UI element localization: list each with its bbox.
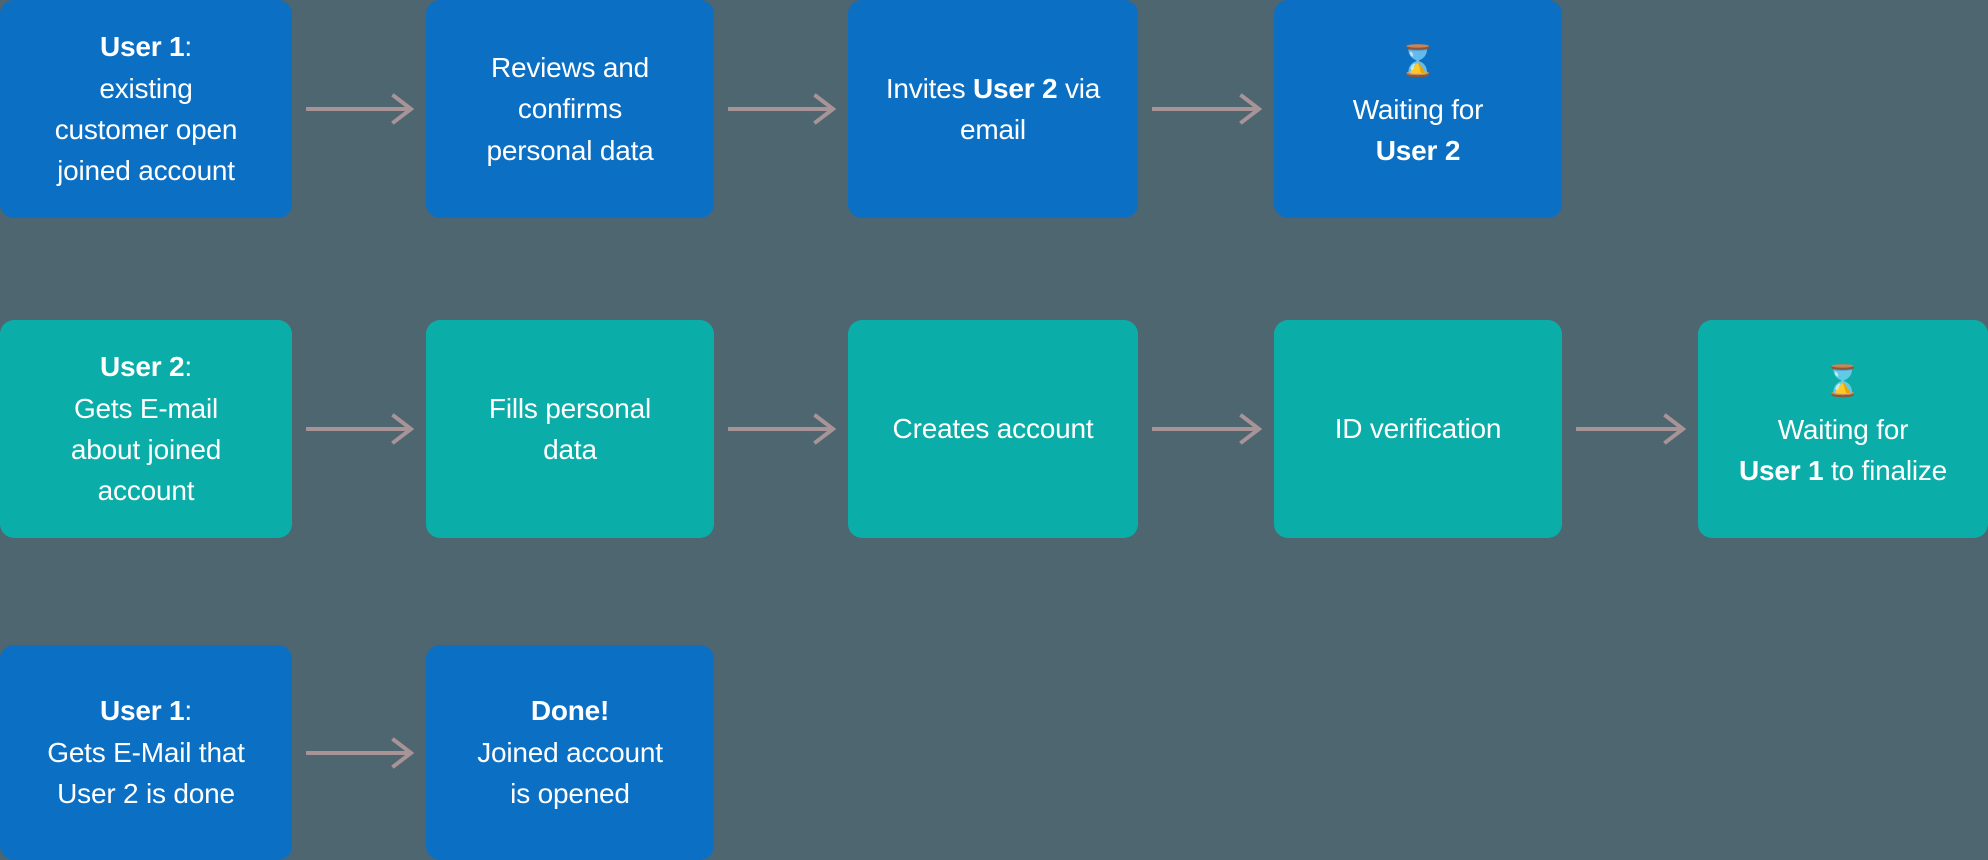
flow-node-n6[interactable]: Fills personal data [426,320,714,538]
flow-node-line: ID verification [1334,413,1502,445]
flow-node-label: Done! Joined account is opened [440,690,700,814]
flow-node-n7[interactable]: Creates account [848,320,1138,538]
flow-node-line: User 1: [99,695,192,727]
flow-node-line: Done! [440,690,700,731]
flow-node-line: User 2 is done [57,778,235,810]
emphasis-text: Done! [530,695,610,727]
emphasis-text: User 2 [1375,135,1461,166]
flow-node-line: Joined account [477,736,663,768]
flow-node-line: about joined [70,434,222,465]
flow-node-line: User 2: [99,351,192,383]
flow-node-line: Creates account [892,413,1094,445]
flow-node-line: Reviews and [490,51,650,83]
flow-node-line: Waiting for [1777,413,1909,445]
flow-node-line: Waiting for [1352,93,1484,125]
flow-node-n2[interactable]: Reviews and confirms personal data [426,0,714,218]
hourglass-icon: ⌛ [1824,364,1862,398]
flow-node-n5[interactable]: User 2: Gets E-mail about joined account [0,320,292,538]
flow-arrow-a4 [306,409,415,449]
flow-node-line: Fills personal [488,392,652,424]
hourglass-icon: ⌛ [1399,44,1437,78]
flow-node-line: joined account [57,155,235,187]
flow-arrow-a7 [1576,409,1687,449]
emphasis-text: User 2 [99,351,185,383]
flow-arrow-a6 [1152,409,1263,449]
flow-node-n11[interactable]: Done! Joined account is opened [426,645,714,860]
flow-node-line: Gets E-Mail that [47,736,245,768]
flow-node-line: data [543,434,597,465]
flow-node-n3[interactable]: Invites User 2 via email [848,0,1138,218]
flow-node-label: Invites User 2 via email [862,68,1124,151]
emphasis-text: User 1 [99,31,185,63]
flow-node-line: existing [99,72,193,104]
flow-arrow-a1 [306,89,415,129]
emphasis-text: User 2 [972,72,1058,104]
flow-node-line: customer open [54,114,238,145]
flow-arrow-a2 [728,89,837,129]
flow-node-label: ID verification [1288,408,1548,449]
emphasis-text: User 1 [99,695,185,727]
flow-node-label: Fills personal data [440,388,700,471]
flow-node-line: User 1 to finalize [1738,455,1948,486]
flow-node-label: Reviews and confirms personal data [440,47,700,171]
flow-arrow-a8 [306,733,415,773]
flow-node-line: is opened [510,778,630,810]
flow-node-line: email [960,114,1026,145]
flow-node-label: User 2: Gets E-mail about joined account [14,346,278,512]
emphasis-text: User 1 [1738,455,1824,486]
flow-node-line: Invites User 2 via [885,72,1101,104]
flow-node-label: Creates account [862,408,1124,449]
flow-node-line: User 1: [99,31,192,63]
flow-node-line: User 2 [1288,130,1548,171]
flow-node-n8[interactable]: ID verification [1274,320,1562,538]
flow-node-n1[interactable]: User 1: existing customer open joined accou… [0,0,292,218]
flow-arrow-a5 [728,409,837,449]
flow-arrow-a3 [1152,89,1263,129]
flow-node-line: Gets E-mail [73,392,219,424]
flow-node-label: User 1: existing customer open joined accou… [14,26,278,192]
flow-node-line: account [97,475,195,507]
flow-node-line: personal data [486,134,654,166]
flow-node-line: confirms [517,93,623,125]
